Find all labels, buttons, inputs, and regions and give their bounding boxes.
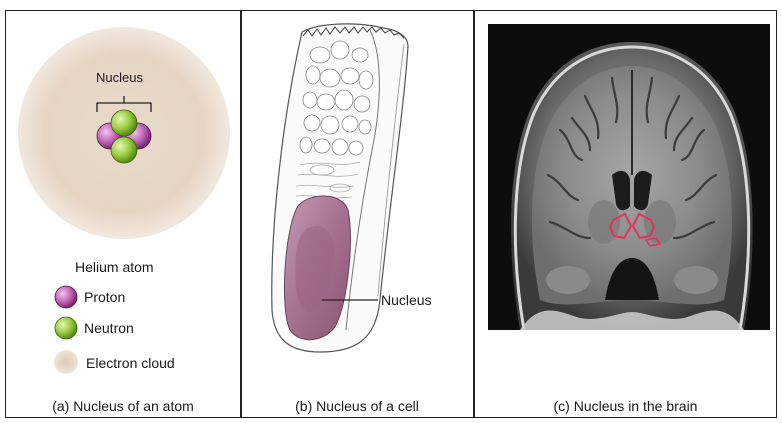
mri-deep-gray-left (588, 200, 620, 244)
mri-temporal-right (674, 266, 718, 294)
mri-temporal-left (546, 266, 590, 294)
mri-deep-gray-right (644, 200, 676, 244)
mri-skull-base (520, 311, 744, 331)
caption-c: (c) Nucleus in the brain (474, 398, 777, 414)
